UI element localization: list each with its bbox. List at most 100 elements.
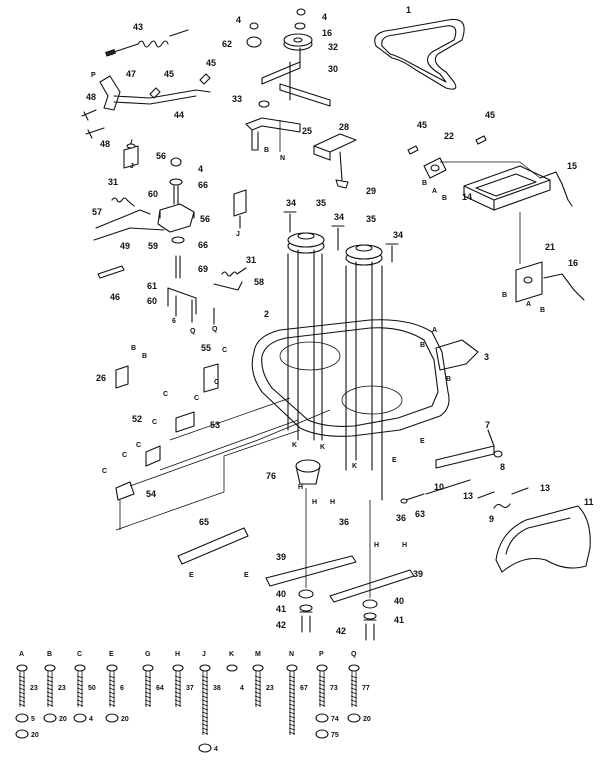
bracket-21 <box>515 261 543 303</box>
callout-26: 26 <box>96 373 106 383</box>
nut-icon <box>73 713 87 723</box>
clip-45b <box>199 73 211 85</box>
rod-10 <box>425 479 471 495</box>
legend-part-a: 64 <box>156 685 164 692</box>
callout-43: 43 <box>133 22 143 32</box>
bracket-28 <box>313 133 357 161</box>
ref-letter-J: J <box>236 231 240 238</box>
bolt-shank-icon <box>108 671 116 707</box>
ref-letter-K: K <box>320 444 325 451</box>
pin-46 <box>97 265 125 279</box>
callout-45: 45 <box>417 120 427 130</box>
callout-44: 44 <box>174 110 184 120</box>
spindle-left <box>287 249 323 441</box>
callout-16: 16 <box>568 258 578 268</box>
bolt-42b <box>363 619 377 641</box>
callout-49: 49 <box>120 241 130 251</box>
ref-letter-B: B <box>131 345 136 352</box>
hanger-7 <box>435 429 495 469</box>
cable-end-43 <box>105 49 116 57</box>
legend-key: Q <box>351 651 357 658</box>
callout-31: 31 <box>246 255 256 265</box>
callout-29: 29 <box>366 186 376 196</box>
callout-46: 46 <box>110 292 120 302</box>
bolt-head-icon <box>74 664 86 672</box>
legend-part-b: 20 <box>363 716 371 723</box>
bolt-head-icon <box>252 664 264 672</box>
ref-letter-6: 6 <box>172 318 176 325</box>
legend-part-a: 73 <box>330 685 338 692</box>
legend-item-N: N67 <box>286 651 308 735</box>
callout-60: 60 <box>148 189 158 199</box>
bolt-head-icon <box>226 664 238 672</box>
spring-69 <box>175 255 181 279</box>
bracket-52 <box>145 445 161 467</box>
ref-letter-E: E <box>244 572 249 579</box>
drive-belt <box>374 18 465 90</box>
legend-part-b: 4 <box>89 716 93 723</box>
legend-part-a: 50 <box>88 685 96 692</box>
bolt-shank-icon <box>144 671 152 707</box>
legend-part-b: 74 <box>331 716 339 723</box>
legend-item-G: G 64 <box>142 651 164 707</box>
callout-33: 33 <box>232 94 242 104</box>
legend-part-b: 5 <box>31 716 35 723</box>
ref-letter-C: C <box>152 419 157 426</box>
idler-arm-30 <box>261 47 301 101</box>
nut-4b <box>296 8 306 16</box>
callout-58: 58 <box>254 277 264 287</box>
callout-31: 31 <box>108 177 118 187</box>
callout-60: 60 <box>147 296 157 306</box>
washer-66b <box>171 236 185 244</box>
bolt-head-icon <box>348 664 360 672</box>
ref-letter-P: P <box>91 72 96 79</box>
bolt-shank-icon <box>174 671 182 707</box>
bolt-34b <box>331 225 345 251</box>
legend-key: A <box>19 651 24 658</box>
ref-letter-B: B <box>446 376 451 383</box>
ref-letter-B: B <box>502 292 507 299</box>
bolt-head-icon <box>142 664 154 672</box>
shaft-60a <box>173 185 179 205</box>
clip-45d <box>475 135 487 145</box>
legend-part-a: 67 <box>300 685 308 692</box>
plate-59 <box>157 203 195 233</box>
legend-part-a: 23 <box>30 685 38 692</box>
callout-65: 65 <box>199 517 209 527</box>
callout-28: 28 <box>339 122 349 132</box>
callout-8: 8 <box>500 462 505 472</box>
legend-key: G <box>145 651 151 658</box>
callout-36: 36 <box>339 517 349 527</box>
bolt-shank-icon <box>318 671 326 707</box>
ref-letter-H: H <box>402 542 407 549</box>
callout-40: 40 <box>394 596 404 606</box>
bolt-head-icon <box>44 664 56 672</box>
callout-4: 4 <box>198 164 203 174</box>
rod-57 <box>95 209 151 229</box>
ref-letter-H: H <box>330 499 335 506</box>
callout-55: 55 <box>201 343 211 353</box>
ref-letter-A: A <box>526 301 531 308</box>
callout-45: 45 <box>164 69 174 79</box>
link-rod-rear <box>115 429 301 531</box>
washer-41b <box>363 612 377 620</box>
drive-belt-inner <box>381 25 457 83</box>
pin-13b <box>511 487 529 495</box>
bolt-head-icon <box>316 664 328 672</box>
callout-54: 54 <box>146 489 156 499</box>
callout-42: 42 <box>276 620 286 630</box>
callout-63: 63 <box>415 509 425 519</box>
callout-41: 41 <box>276 604 286 614</box>
nut-33 <box>258 100 270 108</box>
deck-dome-left <box>279 341 341 371</box>
ref-letter-B: B <box>264 147 269 154</box>
callout-66: 66 <box>198 240 208 250</box>
callout-22: 22 <box>444 131 454 141</box>
